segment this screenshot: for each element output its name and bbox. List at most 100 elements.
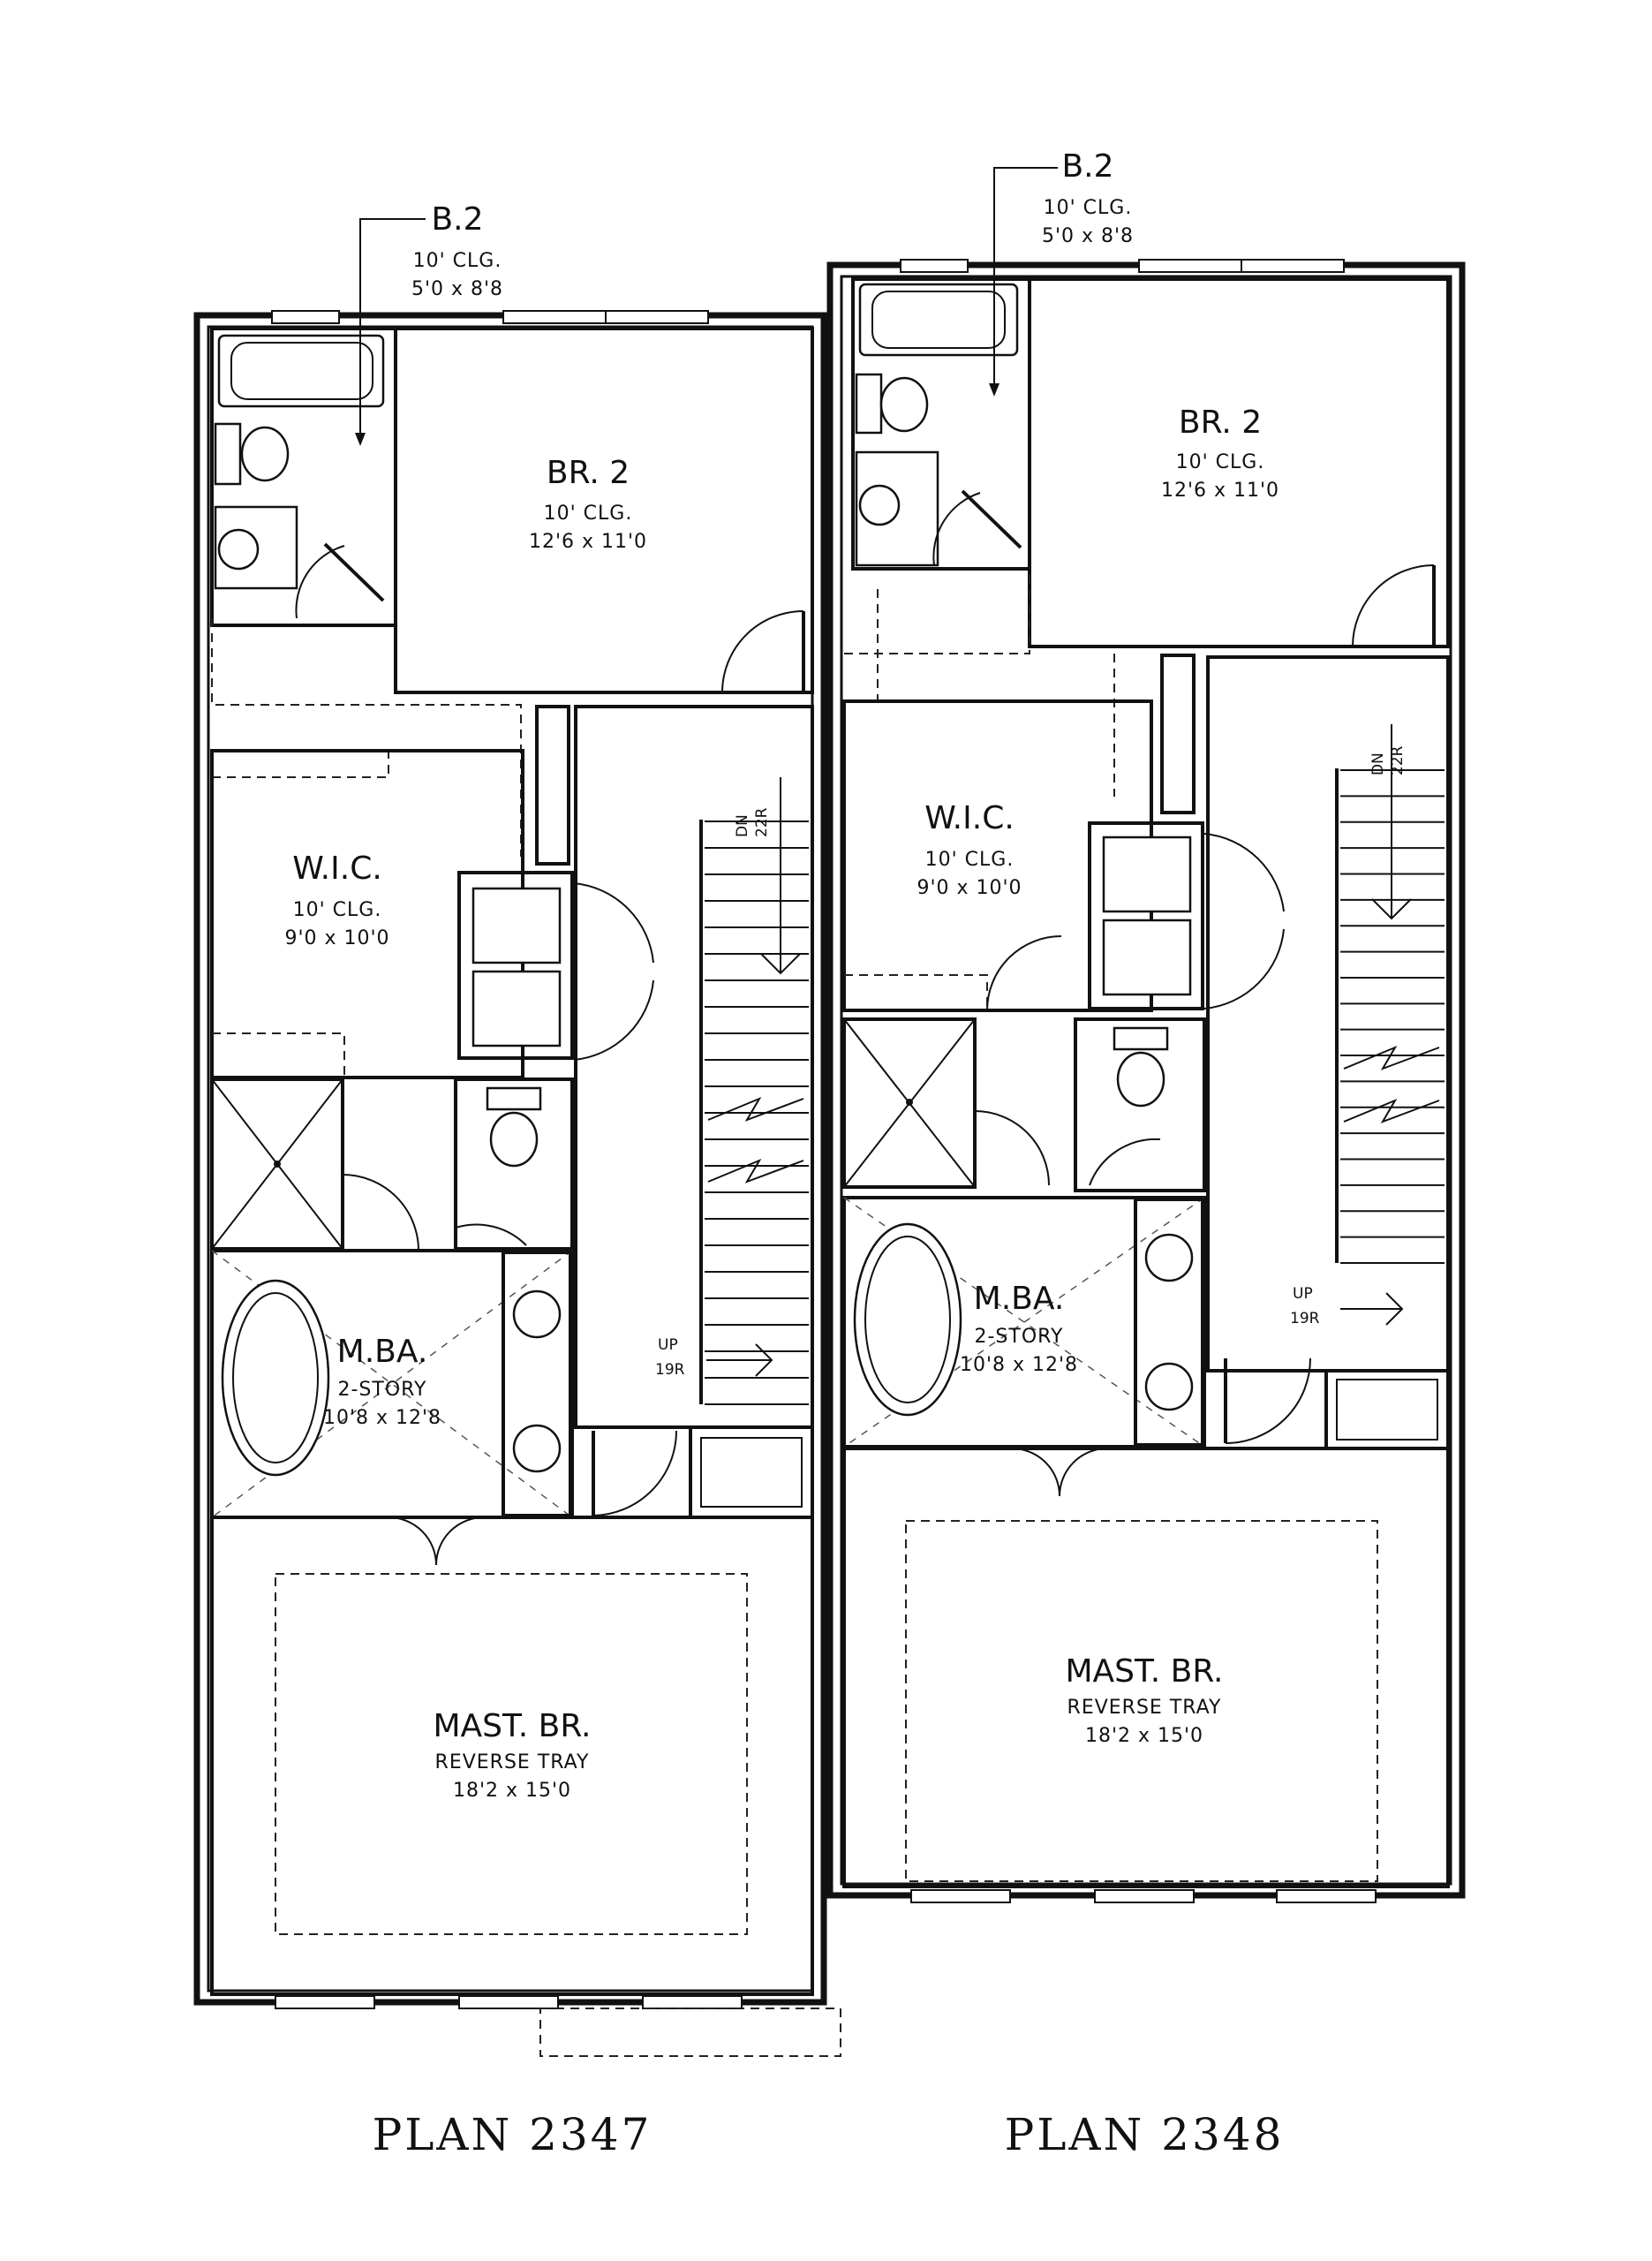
master-bedroom-walls [210,1516,814,1996]
stair-hall [574,705,814,1429]
bay-outline [539,2008,841,2057]
bathtub [858,283,1019,357]
dryer [471,970,562,1047]
master-bedroom-ceiling: REVERSE TRAY [435,1751,590,1773]
door-leaf [323,542,385,602]
stair-down-label: DN [1369,752,1387,775]
door-swing [1089,1138,1161,1186]
soaking-tub [221,1279,330,1477]
toilet-tank [855,373,883,435]
stair-break-line [1343,1045,1440,1070]
window [458,1995,559,2009]
window [1276,1889,1377,1903]
stair-up-risers: 19R [655,1361,685,1379]
stair-break-line [1343,1098,1440,1123]
stair-up-label: UP [658,1336,678,1354]
plan-2348-label: PLAN 2348 [1005,2109,1285,2160]
door-swing [1203,928,1285,1010]
window [1094,1889,1195,1903]
bath-2-leader-line [993,167,1058,392]
bedroom-2-ceiling: 10' CLG. [544,503,633,525]
wic-name: W.I.C. [292,851,382,887]
bathtub-basin [230,342,373,400]
double-vanity [1134,1198,1204,1447]
reverse-tray-outline [275,1573,748,1935]
stair-down-label: DN [734,814,751,837]
master-bedroom-size: 18'2 x 15'0 [1085,1725,1203,1747]
door-swing [435,1516,485,1566]
sink [512,1289,562,1339]
bedroom-2-size: 12'6 x 11'0 [529,531,647,553]
bath-2-ceiling: 10' CLG. [413,250,502,272]
window [910,1889,1011,1903]
toilet-bowl [1116,1051,1165,1108]
door-swing [721,610,804,693]
bath-2-leader-line [359,218,426,442]
plan-2347-label: PLAN 2347 [373,2109,653,2160]
wic-ceiling: 10' CLG. [293,899,382,921]
plan-2348-interior-wall-line [840,275,1452,1886]
door-swing [455,1223,527,1246]
hall-closet [1324,1369,1450,1450]
bedroom-2-ceiling: 10' CLG. [1176,451,1265,473]
stair-up-arrow-head [755,1343,773,1377]
hall-closet-interior [700,1437,803,1508]
wic-ceiling: 10' CLG. [925,849,1015,871]
door-swing [388,1516,437,1566]
sink [1144,1362,1194,1411]
closet-shelf-outline [212,751,389,778]
closet-shelf-outline [844,569,1030,654]
bedroom-2-walls [1028,277,1450,648]
door-swing [342,1174,419,1251]
open-to-below-line [843,1197,1205,1448]
bedroom-2-walls [394,327,814,694]
master-bedroom-name: MAST. BR. [1065,1653,1223,1690]
leader-arrow [355,433,366,446]
bedroom-2-name: BR. 2 [547,455,630,491]
wic-size: 9'0 x 10'0 [284,927,389,949]
master-bath-size: 10'8 x 12'8 [323,1407,441,1429]
bath-2-name: B.2 [431,201,483,238]
stair-up-arrow-head [1385,1292,1404,1326]
master-bedroom-ceiling: REVERSE TRAY [1067,1697,1222,1719]
soaking-tub-basin [864,1236,951,1403]
washer [1102,836,1192,913]
window [271,310,340,324]
sink [217,528,260,571]
shower-drain [906,1099,913,1106]
laundry-closet [457,871,574,1060]
door-swing [974,1110,1050,1186]
linen-closet [535,705,570,866]
closet-shelf-outline [211,618,522,857]
toilet-tank [486,1086,542,1111]
sink [1144,1233,1194,1282]
bathtub [217,334,385,408]
bath-2-name: B.2 [1061,148,1113,185]
reverse-tray-outline [905,1520,1378,1882]
leader-arrow [989,383,999,397]
door-swing [592,1430,677,1516]
stair-arrow-head [760,953,801,975]
hall-closet [689,1425,814,1519]
sink [858,484,901,526]
sink [512,1424,562,1473]
hall-closet-interior [1336,1379,1438,1441]
door-swing [1059,1448,1108,1497]
door-swing [1225,1357,1311,1444]
shower-drain [274,1161,281,1168]
master-bath-ceiling: 2-STORY [975,1326,1064,1348]
bathtub-basin [871,291,1006,349]
door-swing [1203,833,1285,912]
dryer [1102,919,1192,996]
bedroom-2-name: BR. 2 [1179,405,1262,441]
stair-down-risers: 22R [1389,745,1407,775]
toilet-bowl [879,376,929,433]
stair-arrow-head [1371,898,1412,920]
master-bath-name: M.BA. [974,1281,1065,1317]
linen-closet [1160,654,1196,814]
toilet-tank [1113,1026,1169,1051]
laundry-closet [1088,821,1204,1010]
stair-treads [705,820,809,1405]
toilet-tank [214,422,242,486]
master-bath-size: 10'8 x 12'8 [960,1354,1078,1376]
